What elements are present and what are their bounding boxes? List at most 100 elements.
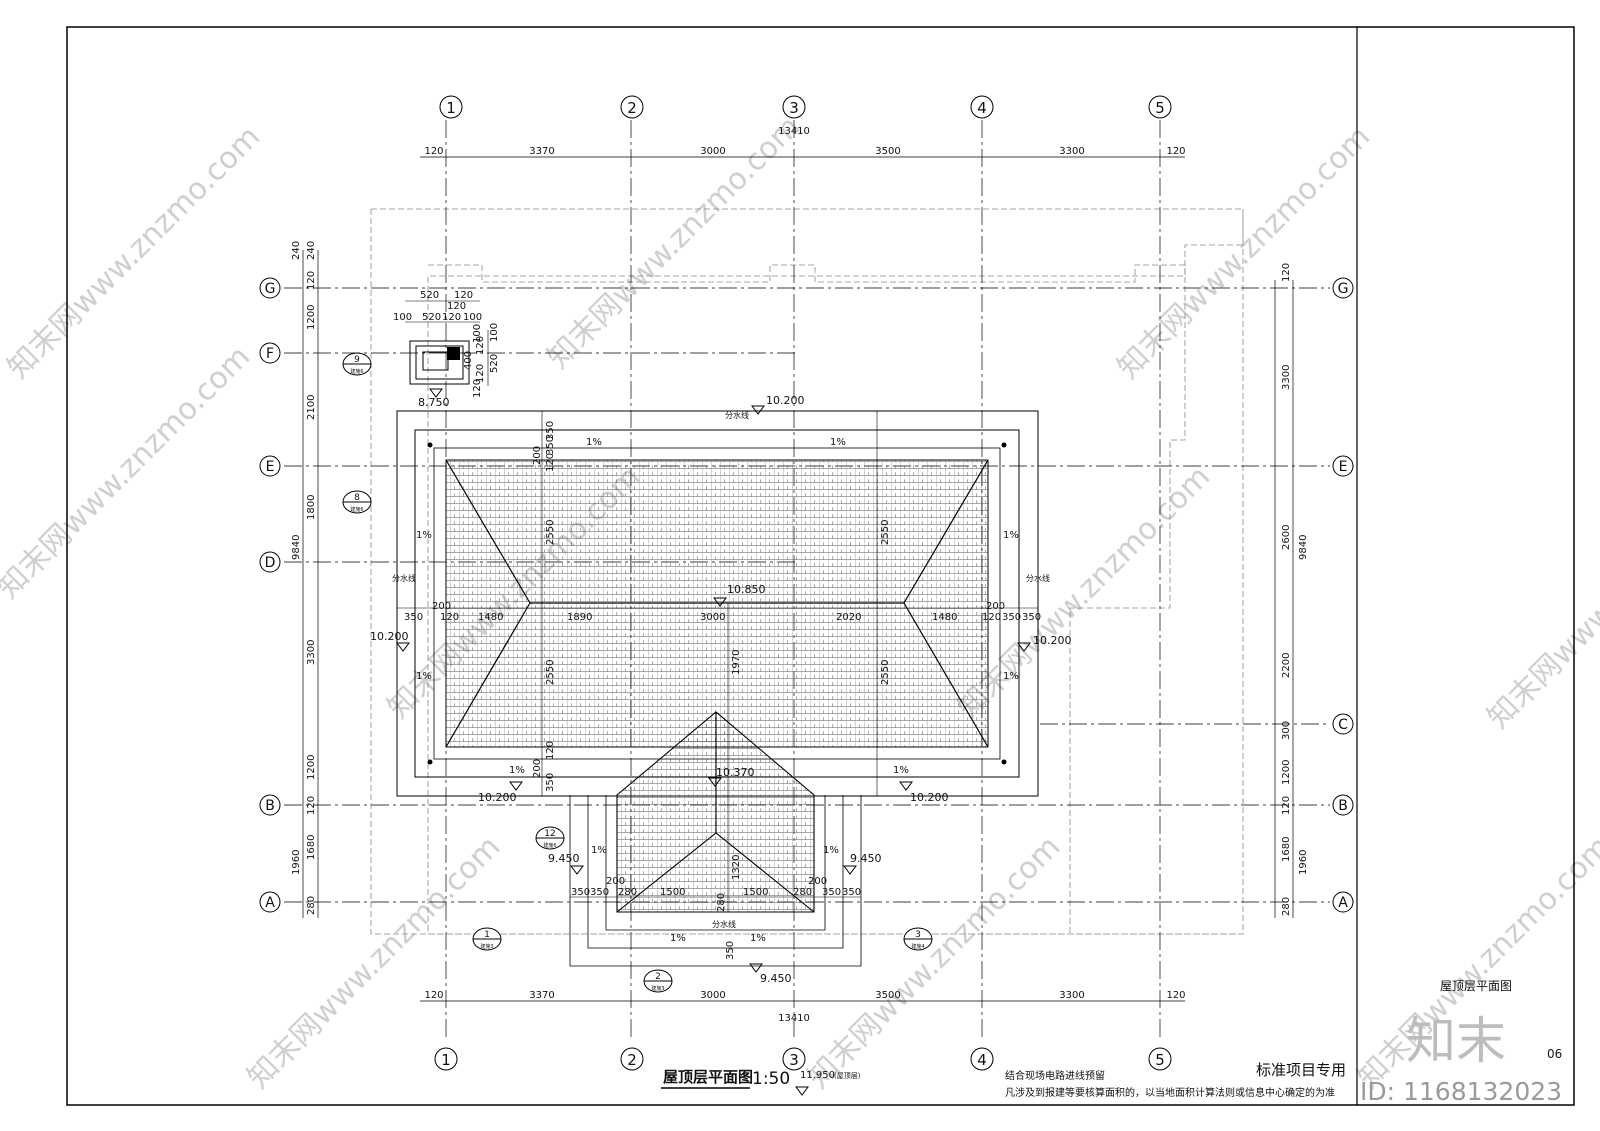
lower-roof-dimensions: 350 350 200 280 1500 1500 280 350 350 20… xyxy=(570,876,861,960)
watermark-text: 知末网www.znzmo.com xyxy=(801,829,1067,1095)
dim-seg: 350 xyxy=(1022,612,1041,623)
dim-seg: 350 xyxy=(571,887,590,898)
row-axis-right: G E C B A xyxy=(1332,277,1354,913)
axis-label-b: B xyxy=(265,798,275,814)
elevation-label: 10.200 xyxy=(910,791,949,804)
slope-label: 1% xyxy=(416,671,432,682)
slope-labels: 1% 1% 1% 1% 1% 1% 1% 1% 1% 1% 1% 1% xyxy=(416,437,1019,944)
dim-seg: 3300 xyxy=(1059,990,1084,1001)
dim-seg: 2550 xyxy=(545,660,556,685)
detail-ref-num: 2 xyxy=(655,972,661,982)
lower-roof xyxy=(569,711,862,967)
dim-seg: 3300 xyxy=(1059,146,1084,157)
elevation-label: 9.450 xyxy=(548,852,580,865)
dim-seg: 120 xyxy=(982,612,1001,623)
axis-label-f: F xyxy=(266,346,274,362)
slope-label: 1% xyxy=(1003,671,1019,682)
top-dimensions: 13410 120 3370 3000 3500 3300 120 xyxy=(424,126,1185,157)
elevation-label: 10.200 xyxy=(478,791,517,804)
dim-seg: 1890 xyxy=(567,612,592,623)
dim-seg: 1960 xyxy=(291,850,302,875)
note-line-1: 结合现场电路进线预留 xyxy=(1005,1069,1105,1082)
sheet-number: 06 xyxy=(1547,1047,1562,1061)
elevation-label: 9.450 xyxy=(760,972,792,985)
dim-seg: 120 xyxy=(1166,990,1185,1001)
roof-vertical-dimensions: 350 350 200 120 2550 2550 2550 2550 1970… xyxy=(532,411,891,912)
bottom-dimensions: 120 3370 3000 3500 3300 120 13410 xyxy=(424,990,1185,1024)
watermark-text: 知末网www.znzmo.com xyxy=(1481,469,1600,735)
drain-labels: 分水线 分水线 分水线 分水线 xyxy=(392,410,1050,929)
detail-ref-num: 9 xyxy=(354,355,360,365)
elevation-label: 9.450 xyxy=(850,852,882,865)
row-axis-left: G F E D B A xyxy=(259,277,281,913)
dim-seg: 1500 xyxy=(743,887,768,898)
detail-ref-sheet: 建施6 xyxy=(350,368,363,375)
dim-seg: 120 xyxy=(454,290,473,301)
dim-seg: 1500 xyxy=(660,887,685,898)
elevation-label: 10.850 xyxy=(727,583,766,596)
dim-seg: 1680 xyxy=(1281,837,1292,862)
dim-seg: 520 xyxy=(489,354,500,373)
dim-seg: 120 xyxy=(1281,796,1292,815)
id-text: ID: 1168132023 xyxy=(1360,1077,1562,1106)
dimension-lines xyxy=(302,156,1294,1002)
dim-seg: 300 xyxy=(1281,721,1292,740)
axis-label-e: E xyxy=(1339,459,1348,475)
dim-seg: 3500 xyxy=(875,990,900,1001)
axis-label-a: A xyxy=(1338,895,1348,911)
column-axis-bottom: 1 2 3 4 5 xyxy=(434,1047,1172,1071)
dim-seg: 3370 xyxy=(529,146,554,157)
dim-seg: 1200 xyxy=(1281,760,1292,785)
axis-label-b: B xyxy=(1338,798,1348,814)
axis-label-3: 3 xyxy=(789,99,799,117)
column-axis-top: 1 2 3 4 5 xyxy=(439,95,1172,119)
dim-seg: 350 xyxy=(590,887,609,898)
wall-outline xyxy=(428,264,1186,934)
watermark-text: 知末网www.znzmo.com xyxy=(541,109,807,375)
dim-seg: 3000 xyxy=(700,146,725,157)
axis-label-5: 5 xyxy=(1155,99,1165,117)
dim-total: 13410 xyxy=(778,1013,810,1024)
dim-seg: 350 xyxy=(1002,612,1021,623)
watermark-text: 知末网www.znzmo.com xyxy=(0,339,257,605)
dim-seg: 200 xyxy=(432,601,451,612)
dim-seg: 280 xyxy=(618,887,637,898)
dim-seg: 350 xyxy=(842,887,861,898)
floor-elevation-note: (屋顶层) xyxy=(834,1072,861,1080)
elevation-markers: 10.200 10.850 10.370 10.200 10.200 10.20… xyxy=(370,388,1072,985)
watermark-text: 知末网www.znzmo.com xyxy=(1111,119,1377,385)
axis-label-1: 1 xyxy=(446,99,456,117)
dim-seg: 120 xyxy=(440,612,459,623)
axis-label-d: D xyxy=(265,555,276,571)
dim-seg: 1200 xyxy=(306,755,317,780)
drain-label: 分水线 xyxy=(1026,573,1050,583)
note-line-2: 凡涉及到报建等要核算面积的，以当地面积计算法则或信息中心确定的为准 xyxy=(1005,1086,1335,1099)
dim-seg: 1680 xyxy=(306,835,317,860)
dim-seg: 350 xyxy=(545,773,556,792)
dim-seg: 1960 xyxy=(1298,850,1309,875)
dim-seg: 3370 xyxy=(529,990,554,1001)
dim-seg: 280 xyxy=(306,896,317,915)
axis-label-2: 2 xyxy=(627,1051,637,1069)
dim-seg: 200 xyxy=(808,876,827,887)
slope-label: 1% xyxy=(591,845,607,856)
dim-seg: 200 xyxy=(986,601,1005,612)
elevation-label: 8.750 xyxy=(418,396,450,409)
main-roof xyxy=(396,410,1039,797)
dim-seg: 120 xyxy=(475,364,486,383)
dim-seg: 120 xyxy=(424,990,443,1001)
dim-seg: 240 xyxy=(306,241,317,260)
axis-label-g: G xyxy=(1338,281,1349,297)
detail-ref-sheet: 建施3 xyxy=(651,985,664,992)
detail-refs: 9 建施6 8 建施6 12 建施6 1 建施3 2 建施3 3 建施4 xyxy=(342,352,933,993)
ridge-dimensions: 350 200 120 1480 1890 3000 2020 1480 120… xyxy=(397,601,1041,623)
slope-label: 1% xyxy=(823,845,839,856)
axis-label-5: 5 xyxy=(1155,1051,1165,1069)
dim-seg: 120 xyxy=(424,146,443,157)
slope-label: 1% xyxy=(509,765,525,776)
detail-ref-num: 8 xyxy=(354,493,360,503)
chimney-dimensions: 520 120 100 520 120 100 120 100 120 100 … xyxy=(393,290,500,398)
dim-seg: 200 xyxy=(532,759,543,778)
dim-seg: 1480 xyxy=(932,612,957,623)
dim-seg: 350 xyxy=(545,436,556,455)
